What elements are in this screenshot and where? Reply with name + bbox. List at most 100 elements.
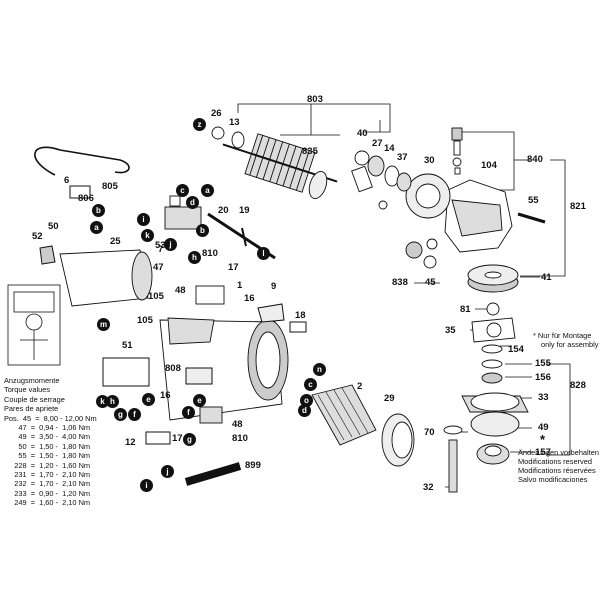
label-828: 828 [570,380,586,391]
label-16b: 16 [160,390,171,401]
torque-row: 228 = 1,20 - 1,60 Nm [4,460,91,470]
assembly-note-de: * Nur für Montage [533,331,592,340]
assembly-note: * Nur für Montage only for assembly [533,331,599,349]
label-1: 1 [237,280,243,291]
mod-note-en: Modifications reserved [518,457,592,466]
cover-25 [59,249,153,307]
label-20: 20 [218,205,229,216]
torque-title-en: Torque values [4,385,51,395]
label-803: 803 [307,94,323,105]
label-810a: 810 [202,248,218,259]
label-40: 40 [357,128,368,139]
switch-holder-53 [164,195,202,230]
label-53: 53 [155,240,166,251]
torque-row: Pos. 45 = 8,00 - 12,00 Nm [4,413,97,423]
bearings-top [351,150,412,210]
label-835: 835 [302,146,318,157]
callout-c: c [176,184,189,197]
flange-parts [461,302,529,465]
callout-i: i [137,213,150,226]
spring-19 [241,227,247,247]
mod-note-es: Salvo modificaciones [518,475,588,484]
label-805: 805 [102,181,118,192]
label-47: 47 [153,262,164,273]
label-838: 838 [392,277,408,288]
label-32: 32 [423,482,434,493]
motor-housing-1 [159,317,289,421]
label-19: 19 [239,205,250,216]
callout-g: g [114,408,127,421]
armature-835 [211,126,338,199]
callout-b2: b [196,224,209,237]
label-9: 9 [271,281,277,292]
torque-row: 231 = 1,70 - 2,10 Nm [4,470,91,480]
plate-808 [185,367,213,385]
label-806: 806 [78,193,94,204]
gear-838 [405,238,438,269]
capacitor-12 [145,431,171,445]
torque-title-de: Anzugsmomente [4,376,60,385]
part-18 [289,321,307,333]
assembly-note-en: only for assembly [541,340,599,349]
torque-title-es: Pares de apriete [4,404,59,414]
label-2: 2 [357,381,363,392]
bevel-gear-41 [467,264,519,293]
label-13: 13 [229,117,240,128]
label-899: 899 [245,460,261,471]
grease-tube-899 [184,462,242,486]
callout-o: o [300,394,313,407]
label-156: 156 [535,372,551,383]
label-26: 26 [211,108,222,119]
label-155: 155 [535,358,551,369]
callout-g2: g [183,433,196,446]
modifications-note: Änderungen vorbehalten Modifications res… [518,448,599,484]
callout-l: l [257,247,270,260]
cable-6 [34,146,130,176]
label-33: 33 [538,392,549,403]
insert-9 [257,303,285,323]
callout-f2: f [128,408,141,421]
torque-row: 233 = 0,90 - 1,20 Nm [4,488,91,498]
label-37: 37 [397,152,408,163]
mod-note-de: Änderungen vorbehalten [518,448,599,457]
callout-j2: j [161,465,174,478]
label-29: 29 [384,393,395,404]
callout-h2: h [106,395,119,408]
label-104: 104 [481,160,497,171]
callout-i2: i [140,479,153,492]
label-7: 7 [158,244,164,255]
fan-baffle-29 [381,413,415,467]
torque-table: Anzugsmomente Torque values Couple de se… [4,376,97,508]
bracket-835-line [280,104,340,136]
callout-k2: k [96,395,109,408]
torque-row: 49 = 3,50 - 4,00 Nm [4,432,91,442]
part-52 [39,245,56,265]
callout-a: a [90,221,103,234]
torque-title-fr: Couple de serrage [4,394,65,404]
label-17b: 17 [172,433,183,444]
label-6: 6 [64,175,70,186]
label-105a: 105 [148,291,164,302]
label-27: 27 [372,138,383,149]
label-star: * [540,432,546,447]
label-157: 157 [535,447,551,458]
gear-housing-821 [405,173,513,253]
mod-note-fr: Modifications réservées [518,466,596,475]
callout-z: z [193,118,206,131]
label-81: 81 [460,304,471,315]
label-48b: 48 [232,419,243,430]
label-808: 808 [165,363,181,374]
label-840: 840 [527,154,543,165]
suppressor-51 [102,357,150,387]
callout-e2: e [142,393,155,406]
label-55: 55 [528,195,539,206]
torque-row: 55 = 1,50 - 1,80 Nm [4,451,91,461]
label-41: 41 [541,272,552,283]
callout-c2: c [304,378,317,391]
bracket-803-line [237,103,391,113]
spindle-32 [443,425,463,493]
label-18: 18 [295,310,306,321]
callout-n: n [313,363,326,376]
